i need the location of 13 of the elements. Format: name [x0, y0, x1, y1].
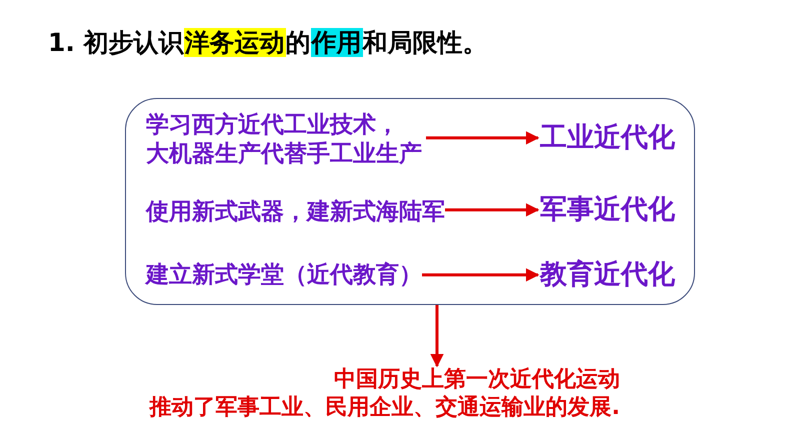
arrow	[422, 268, 540, 282]
arrow	[426, 131, 540, 145]
conclusion-text: 中国历史上第一次近代化运动	[333, 366, 620, 394]
conclusion-text: 推动了军事工业、民用企业、交通运输业的发展.	[148, 394, 620, 421]
arrow	[445, 203, 540, 217]
label-text: 工业近代化	[540, 121, 675, 155]
rounded-frame	[125, 98, 695, 305]
label-text: 使用新式武器，建新式海陆军	[146, 198, 445, 227]
label-text: 教育近代化	[540, 258, 675, 292]
label-text: 学习西方近代工业技术，大机器生产代替手工业生产	[146, 111, 423, 168]
label-text: 建立新式学堂（近代教育）	[146, 261, 422, 290]
label-text: 军事近代化	[540, 193, 675, 227]
arrow	[430, 305, 444, 368]
